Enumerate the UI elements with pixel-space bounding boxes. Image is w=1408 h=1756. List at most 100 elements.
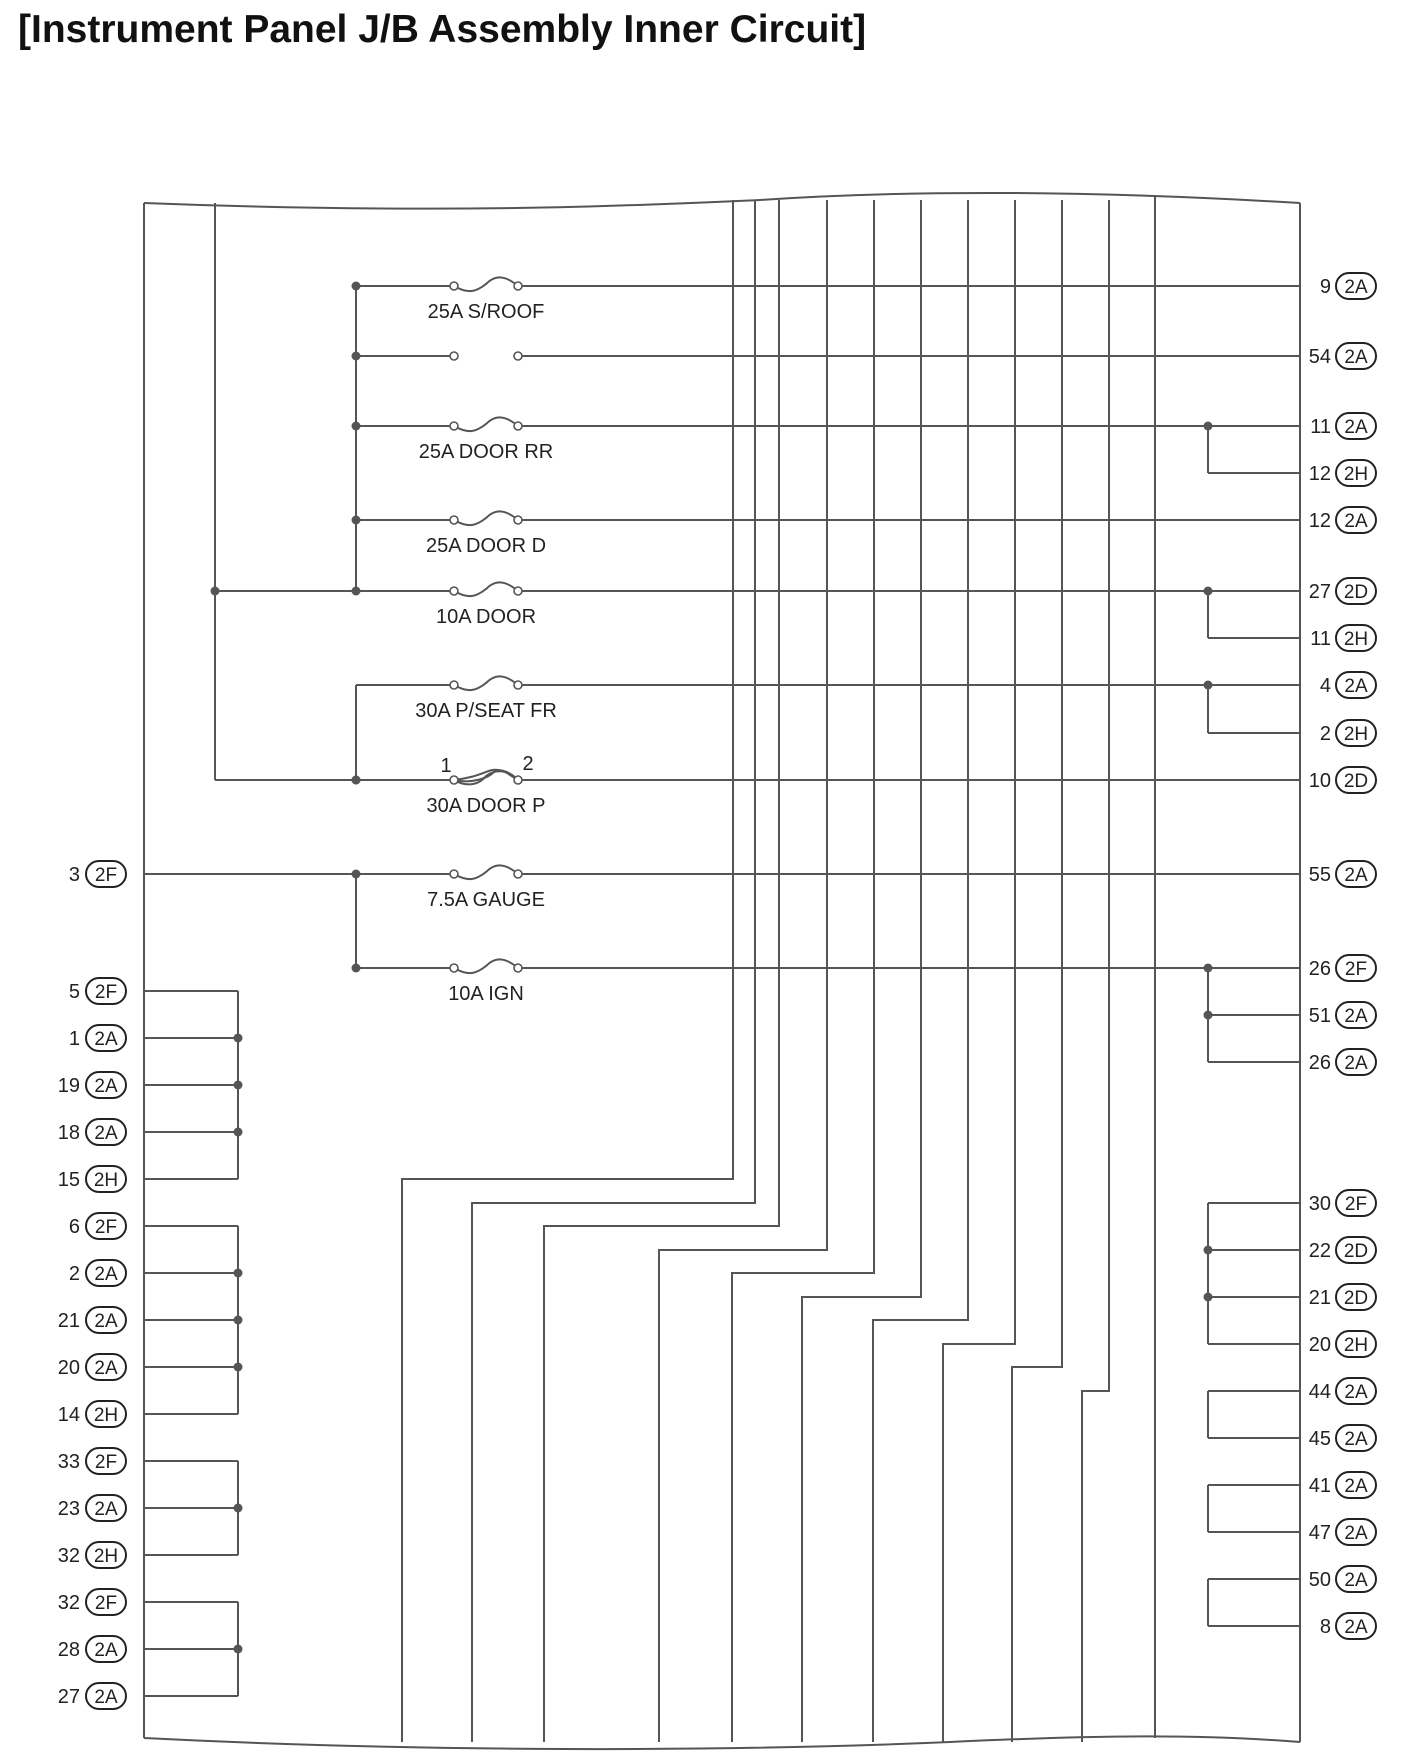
- fuse-element: [453, 276, 519, 292]
- page-title: [Instrument Panel J/B Assembly Inner Cir…: [18, 8, 867, 51]
- box-bottom-edge: [143, 1735, 1301, 1751]
- pin-number: 41: [1309, 1475, 1331, 1497]
- fuse-label: 30A DOOR P: [427, 795, 546, 817]
- pin-number: 27: [1309, 581, 1331, 603]
- connector-code: 2A: [1344, 347, 1368, 368]
- connector-badge: [1335, 766, 1377, 794]
- connector-code: 2A: [1344, 1617, 1368, 1638]
- fuse-terminal: [449, 586, 459, 596]
- fuse-element: [453, 864, 519, 880]
- fuse-label: 10A DOOR: [436, 606, 536, 628]
- fuse-label: 25A DOOR RR: [419, 441, 553, 463]
- fuse-label: 10A IGN: [448, 983, 524, 1005]
- connector-code: 2A: [1344, 1053, 1368, 1074]
- connector-badge: [85, 1494, 127, 1522]
- connector-badge: [85, 1118, 127, 1146]
- connector-badge: [1335, 412, 1377, 440]
- connector-code: 2H: [1344, 629, 1368, 650]
- fuse-label: 30A P/SEAT FR: [415, 700, 557, 722]
- pin-number: 26: [1309, 958, 1331, 980]
- connector-badge: [1335, 1048, 1377, 1076]
- connector-badge: [85, 1588, 127, 1616]
- pin-number: 12: [1309, 463, 1331, 485]
- pin-number: 23: [58, 1498, 80, 1520]
- connector-code: 2F: [95, 1452, 117, 1473]
- pin-number: 22: [1309, 1240, 1331, 1262]
- connector-code: 2H: [1344, 464, 1368, 485]
- connector-badge: [85, 1165, 127, 1193]
- fuse-terminal: [449, 680, 459, 690]
- junction-dot: [1203, 680, 1213, 690]
- connector-badge: [1335, 671, 1377, 699]
- pin-number: 19: [58, 1075, 80, 1097]
- connector-badge: [1335, 624, 1377, 652]
- connector-badge: [1335, 860, 1377, 888]
- fuse-label: 25A S/ROOF: [428, 301, 545, 323]
- pin-number: 47: [1309, 1522, 1331, 1544]
- fuse-terminal: [513, 421, 523, 431]
- connector-code: 2A: [94, 1311, 118, 1332]
- connector-code: 2A: [1344, 511, 1368, 532]
- junction-dot: [233, 1268, 243, 1278]
- pin-number: 5: [69, 981, 80, 1003]
- connector-code: 2A: [1344, 1006, 1368, 1027]
- pin-number: 45: [1309, 1428, 1331, 1450]
- wiring: [143, 195, 1301, 1742]
- connector-code: 2H: [1344, 1335, 1368, 1356]
- connector-badge: [1335, 342, 1377, 370]
- connector-badge: [1335, 1612, 1377, 1640]
- connector-code: 2H: [94, 1170, 118, 1191]
- connector-code: 2A: [1344, 865, 1368, 886]
- fuse-terminal: [513, 281, 523, 291]
- box-top-edge: [143, 191, 1301, 210]
- connector-pin: 41 2A: [1309, 1471, 1377, 1499]
- connector-badge: [85, 1447, 127, 1475]
- connector-badge: [85, 860, 127, 888]
- fuse-terminal: [513, 963, 523, 973]
- pin-number: 14: [58, 1404, 80, 1426]
- connector-badge: [1335, 1377, 1377, 1405]
- connector-code: 2A: [1344, 1476, 1368, 1497]
- fuse-label: 7.5A GAUGE: [427, 889, 545, 911]
- junction-dot: [351, 421, 361, 431]
- fuse-element: [453, 416, 519, 432]
- junction-dot: [351, 351, 361, 361]
- junction-dot: [351, 515, 361, 525]
- fuse-symbol: [449, 510, 523, 526]
- connector-badge: [85, 1635, 127, 1663]
- routing-line: [942, 200, 1016, 1742]
- junction-dot: [351, 775, 361, 785]
- pin-number: 30: [1309, 1193, 1331, 1215]
- junction-dot: [351, 281, 361, 291]
- routing-line: [1011, 200, 1063, 1742]
- connector-code: 2D: [1344, 1241, 1368, 1262]
- connector-badge: [1335, 1189, 1377, 1217]
- junction-dot: [233, 1644, 243, 1654]
- fuse-symbol: [449, 864, 523, 880]
- fuse-terminal: [449, 775, 459, 785]
- connector-badge: [85, 1682, 127, 1710]
- fuse-terminal: [449, 869, 459, 879]
- pin-number: 11: [1310, 416, 1331, 438]
- pin-number: 26: [1309, 1052, 1331, 1074]
- connector-badge: [1335, 954, 1377, 982]
